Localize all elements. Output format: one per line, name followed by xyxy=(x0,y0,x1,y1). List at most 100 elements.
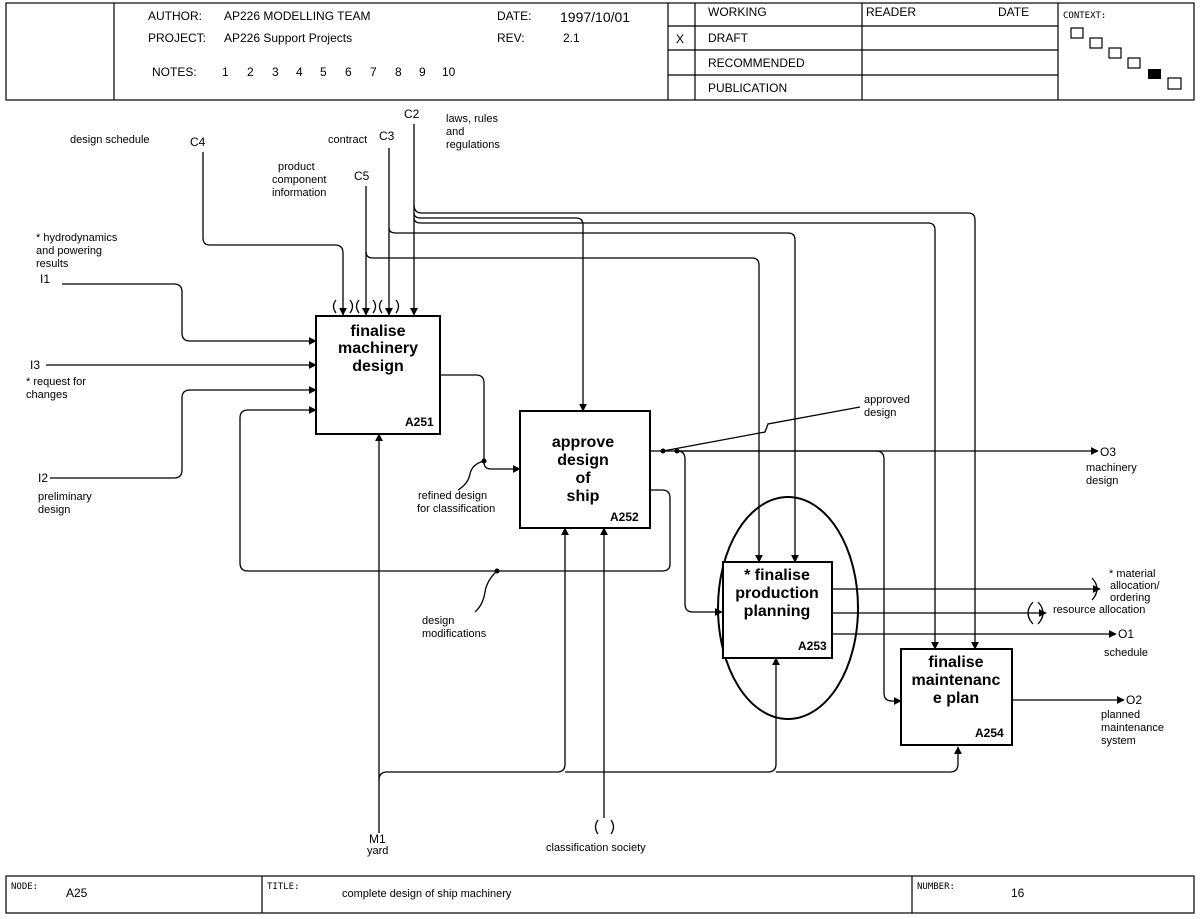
code-c5: C5 xyxy=(354,169,370,183)
tunnel-bracket xyxy=(1037,601,1044,625)
code-c4: C4 xyxy=(190,135,206,149)
status-draft: DRAFT xyxy=(708,31,749,45)
box-title-line: of xyxy=(575,470,591,487)
box-a254: finalise maintenanc e plan A254 xyxy=(900,648,1013,746)
arrow-contract-to-a253 xyxy=(388,227,799,563)
author-label: AUTHOR: xyxy=(148,9,202,23)
footer-block: NODE: A25 TITLE: complete design of ship… xyxy=(5,875,1195,914)
note-number: 3 xyxy=(272,65,279,79)
tunnel-bracket xyxy=(610,819,615,835)
box-title-line: machinery xyxy=(338,340,418,357)
box-title-line: finalise xyxy=(350,323,405,340)
box-title-line: approve xyxy=(552,434,614,451)
label-approved-line: approved xyxy=(864,394,910,406)
label-machinery-design-line: machinery xyxy=(1086,462,1137,474)
label-hydro-line: * hydrodynamics xyxy=(36,232,118,244)
box-id: A253 xyxy=(798,639,827,653)
arrow-design-modifications xyxy=(239,406,671,572)
label-product-line: product xyxy=(278,161,315,173)
label-request-line: changes xyxy=(26,389,68,401)
date-label: DATE: xyxy=(497,9,531,23)
status-recommended: RECOMMENDED xyxy=(708,56,805,70)
label-design-mod-line: modifications xyxy=(422,628,487,640)
label-material-line: ordering xyxy=(1110,592,1150,604)
arrow-refined-design xyxy=(440,374,521,473)
status-mark: X xyxy=(676,32,684,46)
reader-label: READER xyxy=(866,5,916,19)
notes-label: NOTES: xyxy=(152,65,197,79)
label-design-schedule: design schedule xyxy=(70,134,150,146)
label-product-line: information xyxy=(272,187,326,199)
label-laws-line: and xyxy=(446,126,464,138)
code-i3: I3 xyxy=(30,358,40,372)
tunnel-bracket xyxy=(1027,601,1034,625)
label-material-line: allocation/ xyxy=(1110,580,1160,592)
box-title-line: planning xyxy=(744,603,811,620)
rev-label: REV: xyxy=(497,31,525,45)
label-contract: contract xyxy=(328,134,367,146)
code-o2: O2 xyxy=(1126,693,1142,707)
arrow-i2-preliminary xyxy=(50,386,317,479)
box-id: A252 xyxy=(610,510,639,524)
label-laws-line: laws, rules xyxy=(446,113,498,125)
note-number: 4 xyxy=(296,65,303,79)
box-id: A254 xyxy=(975,726,1004,740)
tunnel-bracket xyxy=(395,299,400,314)
status-publication: PUBLICATION xyxy=(708,81,787,95)
box-title-line: * finalise xyxy=(744,567,810,584)
note-number: 6 xyxy=(345,65,352,79)
label-material-line: * material xyxy=(1109,568,1155,580)
arrow-product-to-a253 xyxy=(365,251,763,563)
node-label: NODE: xyxy=(11,882,38,892)
box-title-line: design xyxy=(352,358,404,375)
highlight-ellipse xyxy=(717,496,859,720)
arrow-yard-to-a253 xyxy=(565,657,780,773)
context-label: CONTEXT: xyxy=(1063,11,1106,21)
box-id: A251 xyxy=(405,415,434,429)
notes-list: 1 2 3 4 5 6 7 8 9 10 xyxy=(222,65,456,79)
project-label: PROJECT: xyxy=(148,31,206,45)
label-planned-line: maintenance xyxy=(1101,722,1164,734)
note-number: 9 xyxy=(419,65,426,79)
node-value: A25 xyxy=(66,886,88,900)
leader-refined-design xyxy=(457,460,485,491)
box-a252: approve design of ship A252 xyxy=(519,410,651,529)
label-product-line: component xyxy=(272,174,326,186)
box-title-line: finalise xyxy=(928,654,983,671)
leader-design-modifications xyxy=(474,570,498,613)
box-a253: * finalise production planning A253 xyxy=(717,496,859,720)
note-number: 1 xyxy=(222,65,229,79)
label-preliminary-line: design xyxy=(38,504,70,516)
tunnel-bracket xyxy=(594,819,599,835)
reader-date-label: DATE xyxy=(998,5,1029,19)
arrow-yard-to-a252 xyxy=(378,527,569,781)
label-laws-line: regulations xyxy=(446,139,500,151)
code-o3: O3 xyxy=(1100,445,1116,459)
label-preliminary-line: preliminary xyxy=(38,491,92,503)
label-yard: yard xyxy=(367,845,388,857)
code-o1: O1 xyxy=(1118,627,1134,641)
label-resource-allocation: resource allocation xyxy=(1053,604,1145,616)
label-planned-line: planned xyxy=(1101,709,1140,721)
note-number: 7 xyxy=(370,65,377,79)
date-value: 1997/10/01 xyxy=(560,9,630,25)
status-working: WORKING xyxy=(708,5,767,19)
arrow-yard-to-a254 xyxy=(776,746,962,773)
code-m1: M1 xyxy=(369,832,386,846)
label-planned-line: system xyxy=(1101,735,1136,747)
box-title-line: design xyxy=(557,452,609,469)
title-label: TITLE: xyxy=(267,882,300,892)
arrow-labels: design schedule C4 contract C3 C2 laws, … xyxy=(26,107,1164,857)
arrow-laws-to-a254 xyxy=(413,204,979,650)
box-a251: finalise machinery design A251 xyxy=(315,315,441,435)
number-value: 16 xyxy=(1011,886,1025,900)
code-c3: C3 xyxy=(379,129,395,143)
box-title-line: production xyxy=(735,585,819,602)
arrows xyxy=(46,124,1125,835)
project-value: AP226 Support Projects xyxy=(224,31,352,45)
context-thumbnail xyxy=(1070,27,1182,90)
label-hydro-line: and powering xyxy=(36,245,102,257)
note-number: 2 xyxy=(247,65,254,79)
label-approved-line: design xyxy=(864,407,896,419)
